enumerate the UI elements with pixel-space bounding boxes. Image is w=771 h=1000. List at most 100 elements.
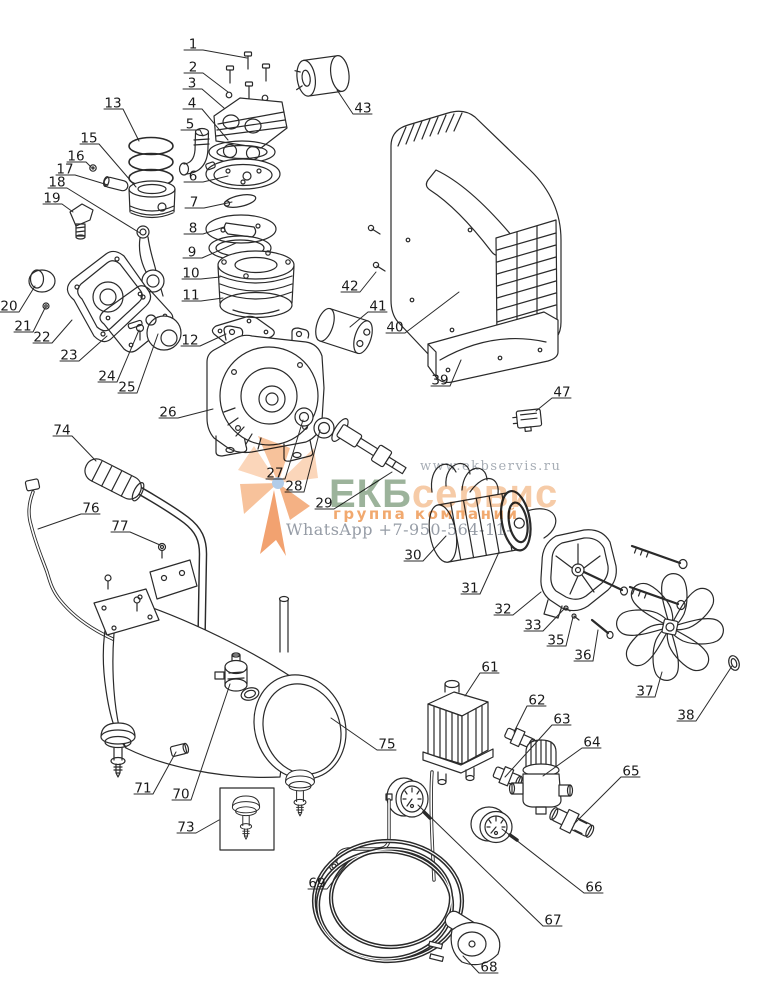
part-number-75: 75 xyxy=(378,737,395,753)
part-number-43: 43 xyxy=(354,101,371,117)
cylinder-drawing xyxy=(217,250,295,319)
leader-line-69 xyxy=(307,860,350,890)
handle-bolt-drawing xyxy=(157,542,167,559)
gauge66-drawing xyxy=(470,806,519,844)
part-number-73: 73 xyxy=(177,820,194,836)
leader-line-43 xyxy=(336,89,373,115)
part-number-62: 62 xyxy=(528,693,545,709)
part-number-10: 10 xyxy=(182,266,199,282)
shroud-drawing xyxy=(390,110,562,368)
leader-line-3 xyxy=(182,88,225,109)
leader-line-7 xyxy=(184,201,233,209)
part-number-22: 22 xyxy=(33,330,50,346)
part-number-40: 40 xyxy=(386,320,403,336)
motor-wires-drawing xyxy=(430,463,557,539)
part-number-7: 7 xyxy=(190,195,199,211)
leader-line-75 xyxy=(330,717,397,751)
small-nut-drawing xyxy=(42,302,50,310)
part-number-29: 29 xyxy=(315,496,332,512)
leader-line-62 xyxy=(513,705,547,733)
valve-plate-drawing xyxy=(205,158,281,190)
motor-stator-drawing xyxy=(428,489,532,563)
leader-line-23 xyxy=(59,335,108,362)
capacitor-drawing xyxy=(315,307,373,355)
leader-line-26 xyxy=(158,408,214,419)
check-valve-drawing xyxy=(214,652,248,692)
o-ring-drawing xyxy=(728,655,740,671)
leader-line-41 xyxy=(349,311,388,328)
valve-plate2-drawing xyxy=(205,214,277,244)
part-number-3: 3 xyxy=(188,76,197,92)
part-number-4: 4 xyxy=(188,96,197,112)
crankcase-drawing xyxy=(206,325,325,462)
leader-line-2 xyxy=(183,72,229,93)
regulator-drawing xyxy=(508,739,574,815)
part-number-25: 25 xyxy=(118,380,135,396)
part-number-19: 19 xyxy=(43,191,60,207)
part-number-76: 76 xyxy=(82,501,99,517)
part-number-20: 20 xyxy=(0,299,17,315)
part-number-67: 67 xyxy=(544,913,561,929)
part-number-15: 15 xyxy=(80,131,97,147)
shroud-screws-drawing xyxy=(367,224,386,272)
leader-line-77 xyxy=(110,531,161,546)
part-number-18: 18 xyxy=(48,175,65,191)
crankshaft-drawing xyxy=(331,418,407,475)
leader-line-4 xyxy=(182,108,229,141)
mounting-screws-drawing xyxy=(563,544,688,640)
leader-line-16 xyxy=(66,161,92,168)
leader-line-37 xyxy=(635,671,663,698)
part-number-8: 8 xyxy=(189,221,198,237)
pressure-switch-drawing xyxy=(422,679,494,882)
part-number-74: 74 xyxy=(53,423,70,439)
cap-drawing xyxy=(28,269,56,293)
part-number-1: 1 xyxy=(189,37,198,53)
part-number-31: 31 xyxy=(461,581,478,597)
connecting-rod-drawing xyxy=(136,225,165,299)
leader-line-38 xyxy=(676,665,733,722)
leader-line-19 xyxy=(42,203,74,213)
leader-line-31 xyxy=(460,551,500,595)
switch-drawing xyxy=(512,408,543,433)
leader-line-66 xyxy=(501,828,604,894)
leader-line-22 xyxy=(32,319,73,344)
leader-line-25 xyxy=(117,333,159,394)
part-number-27: 27 xyxy=(266,466,283,482)
part-number-13: 13 xyxy=(104,96,121,112)
leader-line-64 xyxy=(542,747,602,777)
discharge-tube-drawing xyxy=(24,478,156,660)
leader-line-8 xyxy=(183,226,225,235)
hose-coil-drawing xyxy=(311,838,501,966)
leader-line-67 xyxy=(417,804,563,927)
leader-line-74 xyxy=(52,435,97,462)
gauge67-drawing xyxy=(386,777,432,820)
part-number-42: 42 xyxy=(341,279,358,295)
leader-line-18 xyxy=(47,187,141,234)
part-number-71: 71 xyxy=(134,781,151,797)
part-number-64: 64 xyxy=(583,735,600,751)
part-number-17: 17 xyxy=(56,162,73,178)
coupler-drawing xyxy=(549,807,595,838)
part-number-47: 47 xyxy=(553,385,570,401)
drain-plug-drawing xyxy=(169,742,190,757)
rubber-foot2-drawing xyxy=(285,769,315,817)
leader-line-47 xyxy=(535,397,572,412)
leader-line-29 xyxy=(314,471,393,510)
leader-line-5 xyxy=(180,129,204,137)
part-number-65: 65 xyxy=(622,764,639,780)
part-number-9: 9 xyxy=(188,245,197,261)
pin-clip-drawing xyxy=(89,164,97,172)
piston-pin-drawing xyxy=(102,176,129,192)
part-number-68: 68 xyxy=(480,960,497,976)
leader-line-73 xyxy=(176,819,220,834)
bearing-drawing xyxy=(294,407,314,427)
piston-rings-drawing xyxy=(128,136,174,188)
part-number-16: 16 xyxy=(67,149,84,165)
part-number-61: 61 xyxy=(481,660,498,676)
leader-line-24 xyxy=(97,329,140,383)
tank-assembly-drawing xyxy=(24,458,347,851)
leader-line-6 xyxy=(183,175,229,183)
leader-line-10 xyxy=(181,276,221,280)
